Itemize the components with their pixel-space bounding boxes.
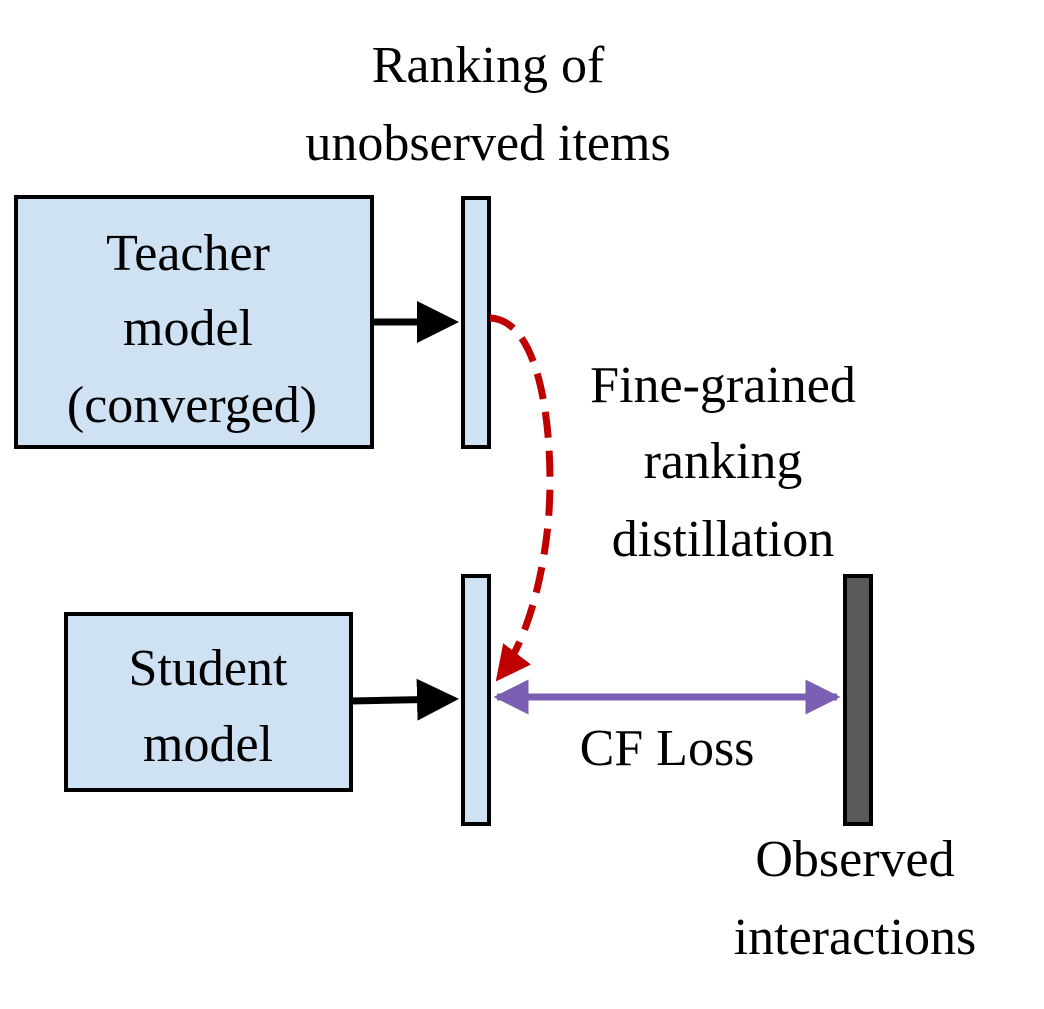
observed-label-line1: Observed [755,831,954,888]
teacher-model-box [14,195,374,449]
distillation-arrow [489,314,554,682]
observed-label-line2: interactions [734,909,977,966]
teacher-ranking-bar [461,196,491,449]
observed-interactions-bar [843,574,873,826]
student-to-ranking-arrow [350,678,459,721]
student-model-label-line2: model [143,716,273,773]
cf-loss-label: CF Loss [580,720,755,777]
distillation-label-line1: Fine-grained [590,357,856,414]
ranking-label-line2: unobserved items [305,115,670,172]
teacher-model-label-line2: model [123,300,253,357]
distillation-label-line3: distillation [612,511,834,568]
student-model-box [64,612,353,792]
student-model-label-line1: Student [129,640,288,697]
distillation-label-line2: ranking [644,433,803,490]
teacher-model-label-line3: (converged) [67,377,317,434]
student-ranking-bar [461,574,491,826]
ranking-label-line1: Ranking of [372,37,605,94]
teacher-model-label-line1: Teacher [106,225,270,282]
